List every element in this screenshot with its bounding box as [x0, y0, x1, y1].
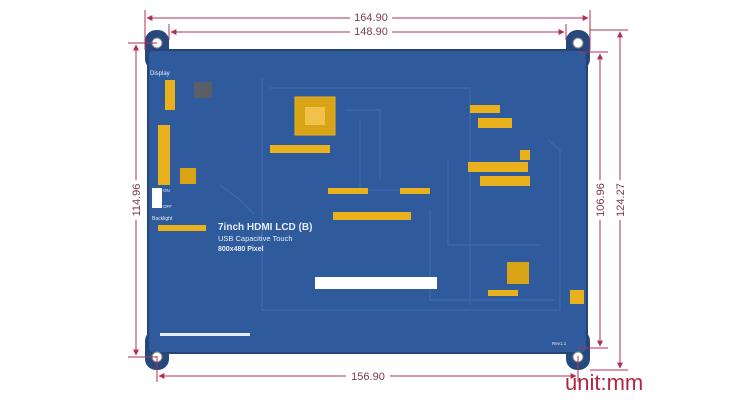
board-text: Display Backlight ON OFF 7inch HDMI LCD …	[150, 71, 567, 346]
small-chip-top	[194, 82, 212, 98]
revision-label: Rev1.1	[552, 341, 567, 346]
pads-right-mid	[468, 162, 528, 172]
small-chip-bottom-right	[507, 262, 529, 284]
label-right-outer: 124.27	[615, 183, 627, 217]
off-label: OFF	[163, 204, 172, 209]
row-pads-middle	[328, 188, 368, 194]
pads-top-center	[270, 145, 330, 153]
pcb-traces	[219, 78, 561, 311]
label-top-inner: 148.90	[354, 26, 388, 38]
label-bottom: 156.90	[351, 371, 385, 383]
pads-right-top-2	[478, 118, 512, 128]
backlight-connector	[158, 225, 206, 231]
edge-strip	[160, 333, 250, 336]
pads-right-top	[470, 105, 500, 113]
pads-left-col	[158, 125, 170, 185]
row-pads-middle-2	[400, 188, 430, 194]
main-chip-core	[305, 107, 325, 125]
small-chip-left	[180, 168, 196, 184]
pads-right-mid-2	[480, 176, 530, 186]
unit-label: unit:mm	[565, 370, 644, 395]
label-right-inner: 106.96	[595, 183, 607, 217]
label-top-outer: 164.90	[354, 12, 388, 24]
dimension-labels: 164.90 148.90 156.90 114.96 106.96 124.2…	[129, 10, 627, 383]
switch-block	[152, 188, 162, 208]
display-label: Display	[150, 71, 170, 77]
board-resolution: 800x480 Pixel	[218, 246, 264, 253]
on-label: ON	[163, 188, 170, 193]
pads-right-small	[520, 150, 530, 160]
pads-right-bottom	[570, 290, 584, 304]
board-body	[147, 49, 588, 354]
fpc-connector	[333, 212, 411, 220]
pcb-board	[145, 30, 590, 370]
pads-bottom-right-row	[488, 290, 518, 296]
backlight-label: Backlight	[152, 216, 173, 222]
board-title: 7inch HDMI LCD (B)	[218, 222, 312, 233]
pads-top-left	[165, 80, 175, 110]
board-subtitle: USB Capacitive Touch	[218, 234, 292, 243]
pcb-components	[152, 80, 584, 336]
mount-hole-top-right	[572, 37, 584, 49]
label-left: 114.96	[131, 184, 143, 217]
slot-window	[315, 277, 437, 289]
